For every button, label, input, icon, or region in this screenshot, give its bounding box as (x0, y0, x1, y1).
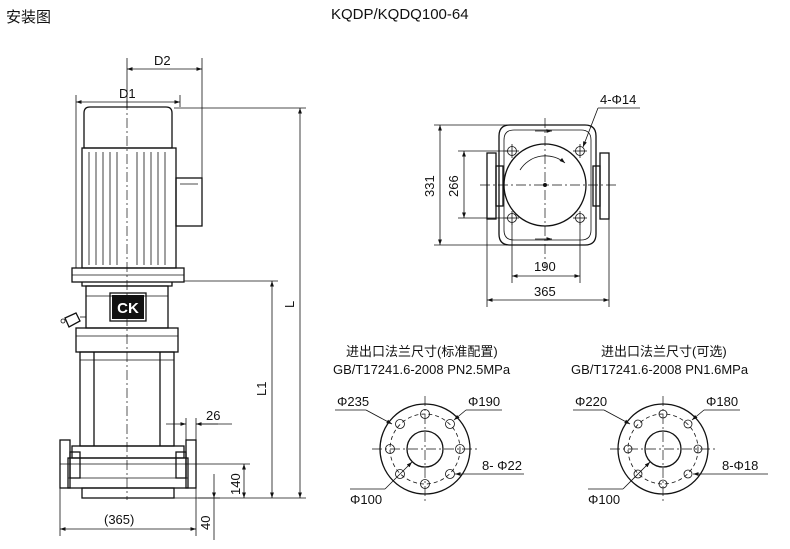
top-view-bolt-holes (505, 144, 587, 225)
flange-standard-title: 进出口法兰尺寸(标准配置) (346, 344, 498, 359)
flange-optional-bore: Φ100 (588, 492, 620, 507)
dim-331-label: 331 (422, 175, 437, 197)
flange-optional-holes-label: 8-Φ18 (722, 458, 758, 473)
pump-top-view (480, 118, 616, 268)
side-view-dimensions: D2 D1 L L1 140 26 40 (365 (59, 53, 306, 540)
top-bolt-label: 4-Φ14 (600, 92, 636, 107)
dim-190-label: 190 (534, 259, 556, 274)
pump-base (67, 457, 189, 489)
dim-365-top-label: 365 (534, 284, 556, 299)
flange-standard-holes (385, 409, 465, 489)
dim-266-label: 266 (446, 175, 461, 197)
dim-l1-label: L1 (254, 382, 269, 396)
dim-d2-label: D2 (154, 53, 171, 68)
flange-standard-outer: Φ235 (337, 394, 369, 409)
dim-l-label: L (282, 301, 297, 308)
top-view-base (498, 124, 597, 246)
flange-standard-holes-label: 8- Φ22 (482, 458, 522, 473)
brand-logo (112, 295, 144, 319)
section-title: 安装图 (6, 9, 51, 26)
dim-365-side-label: (365) (104, 512, 134, 527)
flange-optional-title: 进出口法兰尺寸(可选) (601, 344, 727, 359)
flange-standard-pcd: Φ190 (468, 394, 500, 409)
flange-optional: 进出口法兰尺寸(可选) GB/T17241.6-2008 PN1.6MPa Φ2… (571, 344, 768, 507)
vent-plug (60, 312, 86, 328)
top-view-dimensions: 4-Φ14 331 266 190 365 (422, 92, 640, 307)
flange-optional-pcd: Φ180 (706, 394, 738, 409)
dim-140-label: 140 (228, 473, 243, 495)
flange-standard: 进出口法兰尺寸(标准配置) GB/T17241.6-2008 PN2.5MPa … (333, 344, 524, 507)
model-title: KQDP/KQDQ100-64 (331, 6, 469, 23)
flange-standard-bore: Φ100 (350, 492, 382, 507)
pump-side-view: CK (59, 100, 203, 500)
terminal-box (175, 177, 203, 227)
dim-40-label: 40 (198, 516, 213, 530)
flange-standard-spec: GB/T17241.6-2008 PN2.5MPa (333, 362, 511, 377)
dim-d1-label: D1 (119, 86, 136, 101)
dim-26-label: 26 (206, 408, 220, 423)
brand-logo-mark: CK (117, 300, 139, 317)
flange-optional-spec: GB/T17241.6-2008 PN1.6MPa (571, 362, 749, 377)
flange-optional-holes (623, 409, 703, 489)
flange-optional-outer: Φ220 (575, 394, 607, 409)
